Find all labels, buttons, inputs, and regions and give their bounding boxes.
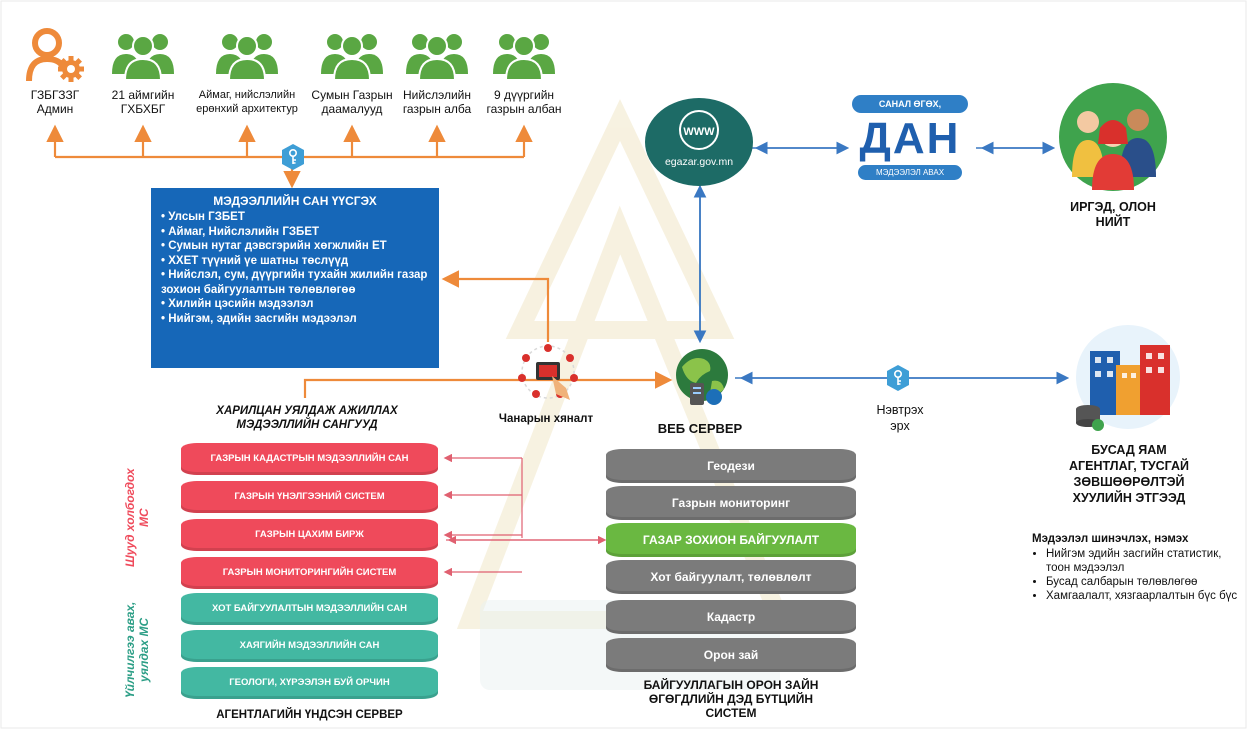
db-cylinder: ГЕОЛОГИ, ХҮРЭЭЛЭН БУЙ ОРЧИН: [181, 667, 438, 699]
service-connection-label: Үйлчилгээ авах, уялдах МС: [123, 601, 151, 698]
spatial-data-infrastructure-label: БАЙГУУЛЛАГЫН ОРОН ЗАЙН ӨГӨГДЛИЙН ДЭД БҮТ…: [643, 678, 819, 720]
www-globe-icon: WWW: [679, 110, 719, 150]
admin-gear-icon: [26, 28, 84, 82]
agency-main-server-label: АГЕНТЛАГИЙН ҮНДСЭН СЕРВЕР: [216, 709, 403, 721]
db-item: ХХЕТ түүний үе шатны төслүүд: [161, 254, 429, 269]
web-server-label: ВЕБ СЕРВЕР: [657, 421, 743, 436]
key-icon: [887, 365, 909, 391]
group-icon: [406, 34, 468, 80]
dan-bottom-banner: МЭДЭЭЛЭЛ АВАХ: [858, 165, 962, 180]
db-cylinder: ГАЗРЫН ЦАХИМ БИРЖ: [181, 519, 438, 551]
db-item: Аймаг, Нийслэлийн ГЗБЕТ: [161, 225, 429, 240]
shared-databases-title: ХАРИЛЦАН УЯЛДАЖ АЖИЛЛАХ МЭДЭЭЛЛИЙН САНГУ…: [216, 405, 398, 431]
admin-label: ГЗБГЗЗГ Админ: [30, 88, 80, 116]
quality-control-icon: [518, 344, 578, 400]
quality-control-label: Чанарын хяналт: [498, 413, 594, 425]
direct-connection-label: Шууд холбогдох МС: [123, 468, 151, 567]
citizens-label: ИРГЭД, ОЛОН НИЙТ: [1070, 200, 1156, 229]
database-creation-box: МЭДЭЭЛЛИЙН САН ҮҮСГЭХ Улсын ГЗБЕТ Аймаг,…: [151, 188, 439, 368]
group-icon: [216, 34, 278, 80]
group-icon: [112, 34, 174, 80]
access-rights-label: Нэвтрэх эрх: [876, 403, 924, 433]
website-url: egazar.gov.mn: [664, 156, 734, 168]
dan-logo: САНАЛ ӨГӨХ, ДАН МЭДЭЭЛЭЛ АВАХ: [848, 95, 972, 185]
db-item: Нийгэм, эдийн засгийн мэдээлэл: [161, 312, 429, 327]
dan-logo-text: ДАН: [859, 114, 961, 163]
dan-top-banner: САНАЛ ӨГӨХ,: [852, 95, 968, 113]
db-cylinder: ГАЗРЫН МОНИТОРИНГИЙН СИСТЕМ: [181, 557, 438, 589]
db-item: Хилийн цэсийн мэдээлэл: [161, 297, 429, 312]
update-info-list: Мэдээлэл шинэчлэх, нэмэх Нийгэм эдийн за…: [1032, 533, 1242, 603]
database-creation-title: МЭДЭЭЛЛИЙН САН ҮҮСГЭХ: [213, 194, 377, 208]
gis-cylinder-highlight: ГАЗАР ЗОХИОН БАЙГУУЛАЛТ: [606, 523, 856, 557]
update-info-item: Нийгэм эдийн засгийн статистик, тоон мэд…: [1046, 547, 1242, 575]
agencies-building-icon: [1076, 325, 1180, 431]
db-item: Улсын ГЗБЕТ: [161, 210, 429, 225]
update-info-title: Мэдээлэл шинэчлэх, нэмэх: [1032, 533, 1189, 545]
db-item: Нийслэл, сум, дүүргийн тухайн жилийн газ…: [161, 268, 429, 297]
gis-cylinder: Кадастр: [606, 600, 856, 634]
gis-cylinder: Орон зай: [606, 638, 856, 672]
db-cylinder: ГАЗРЫН ҮНЭЛГЭЭНИЙ СИСТЕМ: [181, 481, 438, 513]
group-icon: [493, 34, 555, 80]
web-server-globe-icon: [676, 349, 728, 405]
agencies-label: БУСАД ЯАМ АГЕНТЛАГ, ТУСГАЙ ЗӨВШӨӨРӨЛТЭЙ …: [1069, 443, 1189, 505]
group-label-sum: Сумын Газрын даамалууд: [311, 88, 393, 116]
citizens-icon: [1059, 83, 1167, 191]
db-cylinder: ХАЯГИЙН МЭДЭЭЛЛИЙН САН: [181, 630, 438, 662]
db-cylinder: ГАЗРЫН КАДАСТРЫН МЭДЭЭЛЛИЙН САН: [181, 443, 438, 475]
group-label-aimag: 21 аймгийн ГХБХБГ: [111, 88, 175, 116]
group-label-architect: Аймаг, нийслэлийн ерөнхий архитектур: [196, 89, 298, 115]
key-icon: [282, 144, 304, 170]
group-label-capital: Нийслэлийн газрын алба: [402, 88, 472, 116]
group-icon: [321, 34, 383, 80]
group-label-districts: 9 дүүргийн газрын албан: [486, 88, 562, 116]
update-info-item: Хамгаалалт, хязгаарлалтын бүс бүс: [1046, 589, 1242, 603]
website-node: WWW egazar.gov.mn: [645, 98, 753, 186]
gis-cylinder: Газрын мониторинг: [606, 486, 856, 520]
db-cylinder: ХОТ БАЙГУУЛАЛТЫН МЭДЭЭЛЛИЙН САН: [181, 593, 438, 625]
gis-cylinder: Геодези: [606, 449, 856, 483]
gis-cylinder: Хот байгуулалт, төлөвлөлт: [606, 560, 856, 594]
db-item: Сумын нутаг дэвсгэрийн хөгжлийн ЕТ: [161, 239, 429, 254]
update-info-item: Бусад салбарын төлөвлөгөө: [1046, 575, 1242, 589]
